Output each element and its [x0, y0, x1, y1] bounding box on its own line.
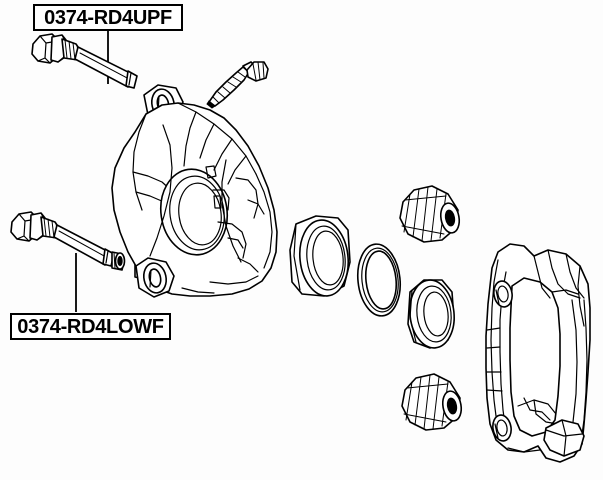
caliper-piston [289, 215, 351, 297]
lower-pin-boot [401, 373, 463, 431]
lower-guide-pin-bolt [10, 211, 115, 267]
guide-pin-bushing [111, 251, 126, 271]
upper-guide-pin-bolt [31, 33, 138, 89]
caliper-bracket [485, 243, 591, 463]
bleeder-cap [246, 61, 269, 82]
upper-pin-boot [399, 185, 461, 243]
part-number-label-lower: 0374-RD4LOWF [10, 313, 171, 340]
piston-dust-boot [407, 279, 455, 349]
piston-seal [356, 243, 402, 317]
caliper-body [111, 84, 278, 298]
part-number-label-upper: 0374-RD4UPF [33, 4, 183, 31]
